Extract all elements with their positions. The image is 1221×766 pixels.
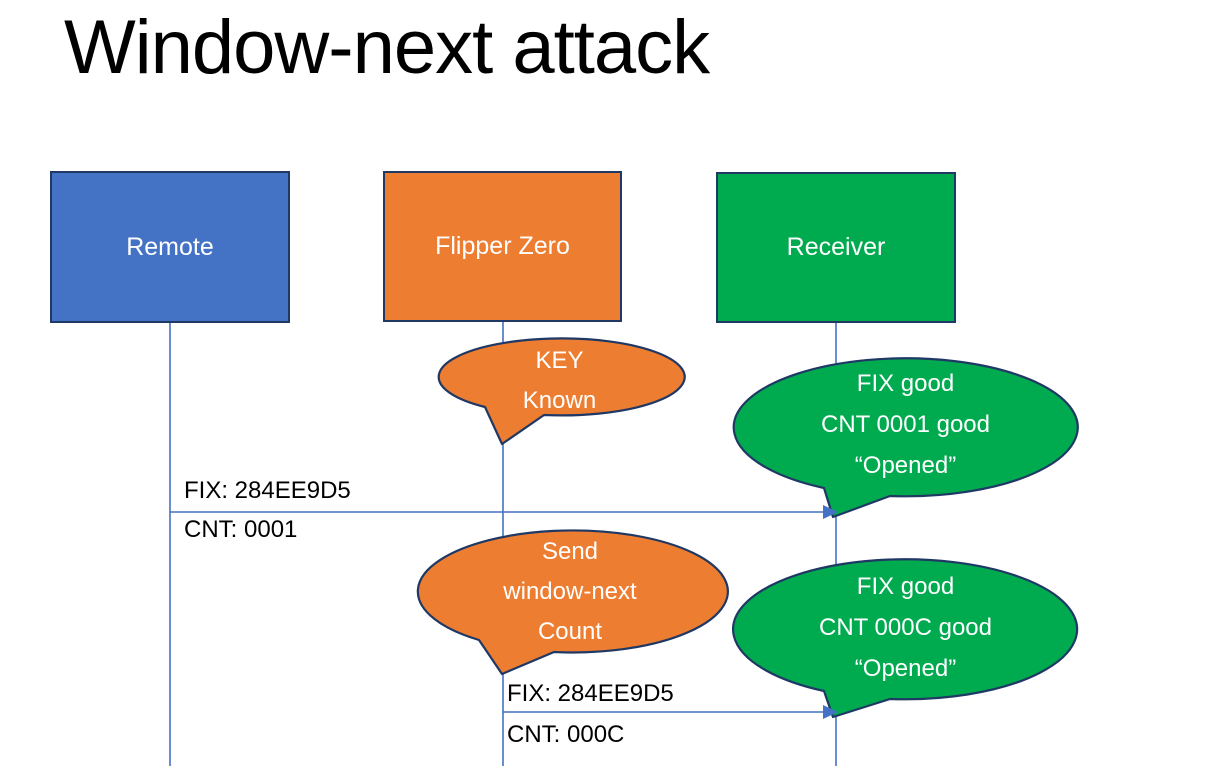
actor-box-remote: Remote <box>50 171 290 323</box>
actor-label-flipper-zero: Flipper Zero <box>435 232 570 260</box>
message-1-label-fix: FIX: 284EE9D5 <box>184 477 351 504</box>
callout-line: KEY <box>535 347 584 374</box>
actor-box-flipper-zero: Flipper Zero <box>383 171 622 322</box>
callout-line: “Opened” <box>854 452 957 479</box>
callout-bubble-key-known <box>437 337 686 446</box>
page-title: Window-next attack <box>64 5 710 90</box>
message-2-label-cnt: CNT: 000C <box>507 721 625 748</box>
callout-line: CNT 0001 good <box>820 411 990 438</box>
callout-line: Known <box>522 387 597 414</box>
callout-line: window-next <box>503 578 637 605</box>
callout-line: CNT 000C good <box>819 614 992 641</box>
actor-label-remote: Remote <box>126 232 214 261</box>
callout-line: FIX good <box>856 370 955 397</box>
callout-line: FIX good <box>856 573 955 600</box>
message-arrow-1-arrowhead <box>823 505 838 519</box>
callout-line: Send <box>541 538 599 565</box>
callout-bubble-send-window-next <box>416 529 729 676</box>
callout-bubble-receiver-opened-2 <box>732 558 1079 719</box>
actor-label-receiver: Receiver <box>786 233 886 261</box>
callout-line: “Opened” <box>854 655 957 682</box>
message-1-label-cnt: CNT: 0001 <box>184 516 298 543</box>
callout-text-key-known: KEY Known <box>437 341 682 421</box>
actor-box-receiver: Receiver <box>716 172 956 323</box>
callout-text-send-window-next: Send window-next Count <box>415 532 725 652</box>
message-2-label-fix: FIX: 284EE9D5 <box>507 680 674 707</box>
message-arrow-2-arrowhead <box>823 705 838 719</box>
callout-bubble-receiver-opened-1 <box>732 357 1079 519</box>
callout-text-receiver-opened-2: FIX good CNT 000C good “Opened” <box>733 566 1078 689</box>
callout-text-receiver-opened-1: FIX good CNT 0001 good “Opened” <box>733 363 1078 486</box>
callout-line: Count <box>537 618 603 645</box>
